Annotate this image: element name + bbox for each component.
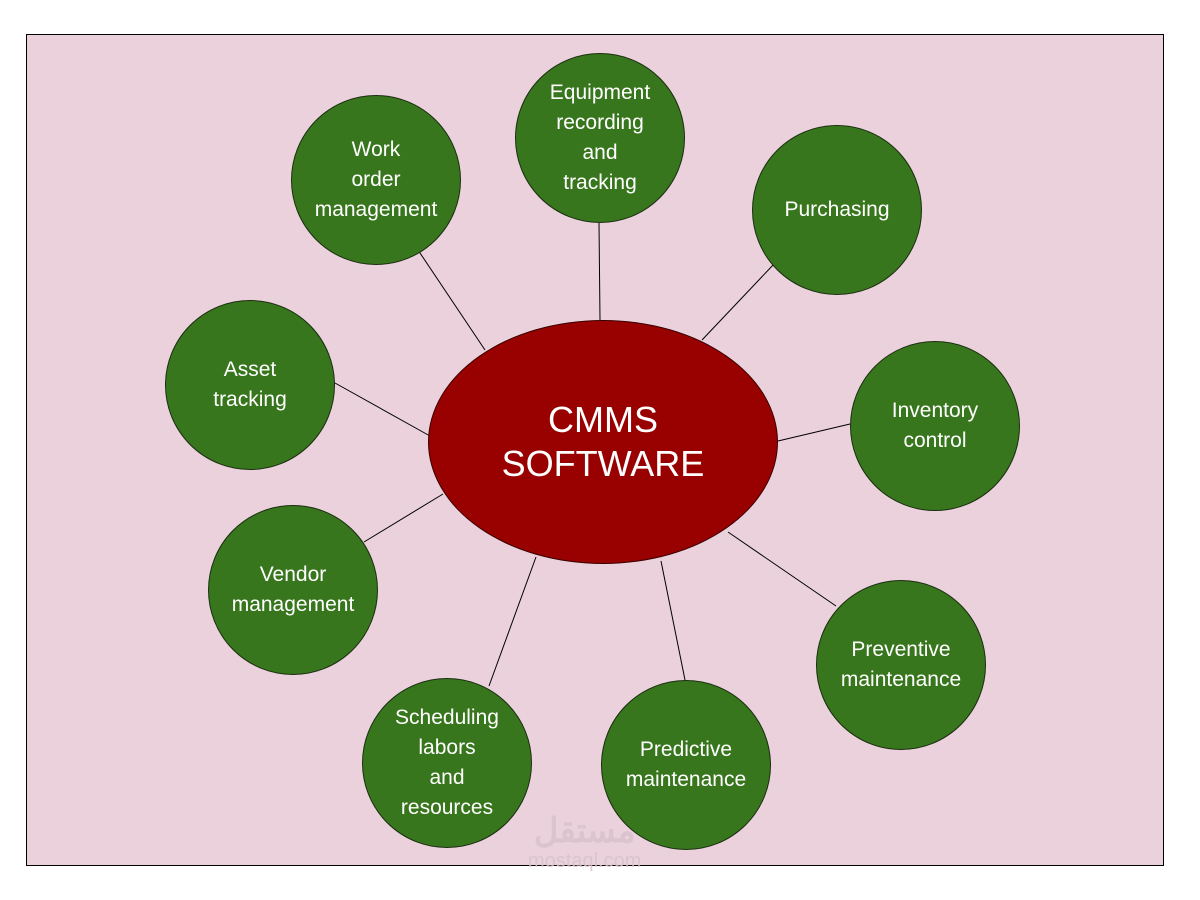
node-inventory-control: Inventory control: [850, 341, 1020, 511]
node-vendor-management: Vendor management: [208, 505, 378, 675]
connector-inventory: [777, 423, 851, 442]
watermark: مستقل mostaql.com: [528, 812, 641, 872]
node-purchasing: Purchasing: [752, 125, 922, 295]
connector-work-order: [417, 249, 486, 351]
connector-purchasing: [701, 263, 775, 341]
connector-scheduling: [488, 556, 537, 687]
watermark-text: mostaql.com: [528, 850, 642, 872]
node-work-order-management: Work order management: [291, 95, 461, 265]
watermark-logo: مستقل: [533, 812, 636, 850]
connector-predictive: [660, 560, 686, 681]
connector-asset: [334, 382, 431, 437]
node-equipment-recording-tracking: Equipment recording and tracking: [515, 53, 685, 223]
connector-equipment: [598, 222, 601, 321]
connector-vendor: [363, 493, 444, 543]
node-predictive-maintenance: Predictive maintenance: [601, 680, 771, 850]
connector-preventive: [727, 531, 837, 607]
center-node-cmms-software: CMMS SOFTWARE: [428, 320, 778, 564]
node-preventive-maintenance: Preventive maintenance: [816, 580, 986, 750]
node-asset-tracking: Asset tracking: [165, 300, 335, 470]
node-scheduling-labors-resources: Scheduling labors and resources: [362, 678, 532, 848]
